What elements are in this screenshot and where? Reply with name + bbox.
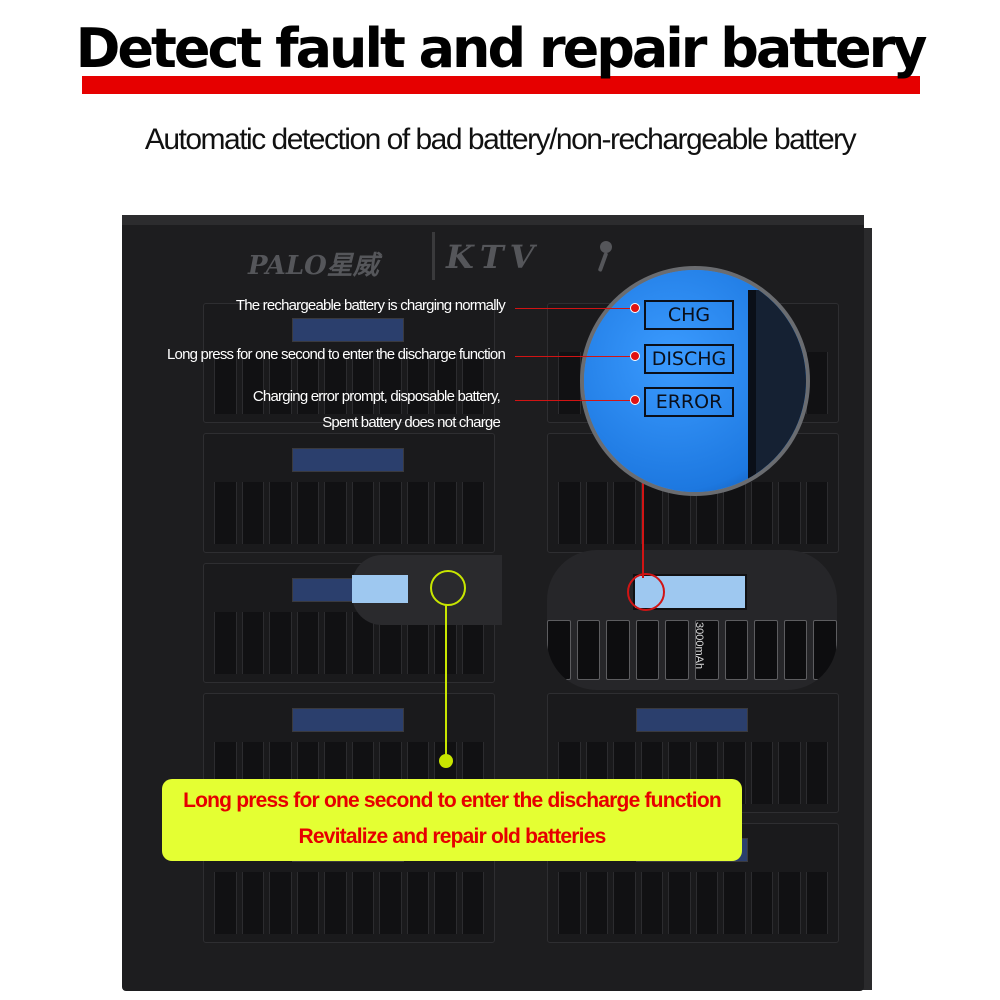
logo-divider (432, 232, 435, 280)
charger-module (203, 303, 495, 423)
discharge-callout: Long press for one second to enter the d… (162, 779, 742, 861)
callout-line2: Revitalize and repair old batteries (298, 825, 607, 848)
ktv-logo: KTV (446, 238, 541, 276)
battery-slots (214, 872, 484, 934)
zoom-left-panel (352, 555, 502, 625)
title-underline-bar (82, 76, 920, 94)
module-lcd (636, 708, 748, 732)
error-indicator: ERROR (644, 387, 734, 417)
zoom-left-lcd (352, 575, 408, 603)
device-top-edge (122, 215, 864, 225)
annotation-chg: The rechargeable battery is charging nor… (235, 297, 506, 314)
annotation-chg-dot (630, 303, 640, 313)
lens-side-panel (748, 290, 806, 490)
callout-line1: Long press for one second to enter the d… (183, 789, 722, 812)
battery-capacity-label: 3000mAh (693, 622, 705, 670)
annotation-chg-line (515, 308, 637, 309)
green-leader-line (445, 604, 447, 758)
charger-module (203, 433, 495, 553)
battery-slots (558, 872, 828, 934)
module-lcd (292, 448, 404, 472)
dischg-indicator: DISCHG (644, 344, 734, 374)
discharge-button-highlight (430, 570, 466, 606)
annotation-dischg-line (515, 356, 637, 357)
annotation-error-dot (630, 395, 640, 405)
annotation-error-line (515, 400, 637, 401)
red-highlight-circle (627, 573, 665, 611)
battery-slots (214, 352, 484, 414)
page-title: Detect fault and repair battery (75, 17, 928, 80)
brand-logo: PALO星威 (248, 251, 379, 281)
chg-indicator: CHG (644, 300, 734, 330)
module-lcd (292, 318, 404, 342)
red-connector-line (642, 472, 644, 578)
green-leader-dot (439, 754, 453, 768)
zoom-battery-slots (547, 620, 837, 680)
annotation-error-line2: Spent battery does not charge (322, 414, 501, 431)
battery-slots (558, 742, 828, 804)
module-lcd (292, 708, 404, 732)
battery-slots (558, 482, 828, 544)
battery-slots (214, 482, 484, 544)
zoom-charging-strip: 3000mAh (547, 550, 837, 690)
annotation-dischg-dot (630, 351, 640, 361)
annotation-dischg: Long press for one second to enter the d… (167, 346, 506, 363)
lcd-magnifier-lens: CHG DISCHG ERROR (580, 266, 810, 496)
microphone-icon (598, 241, 612, 272)
page-subtitle: Automatic detection of bad battery/non-r… (144, 123, 857, 156)
annotation-error-line1: Charging error prompt, disposable batter… (252, 388, 501, 405)
